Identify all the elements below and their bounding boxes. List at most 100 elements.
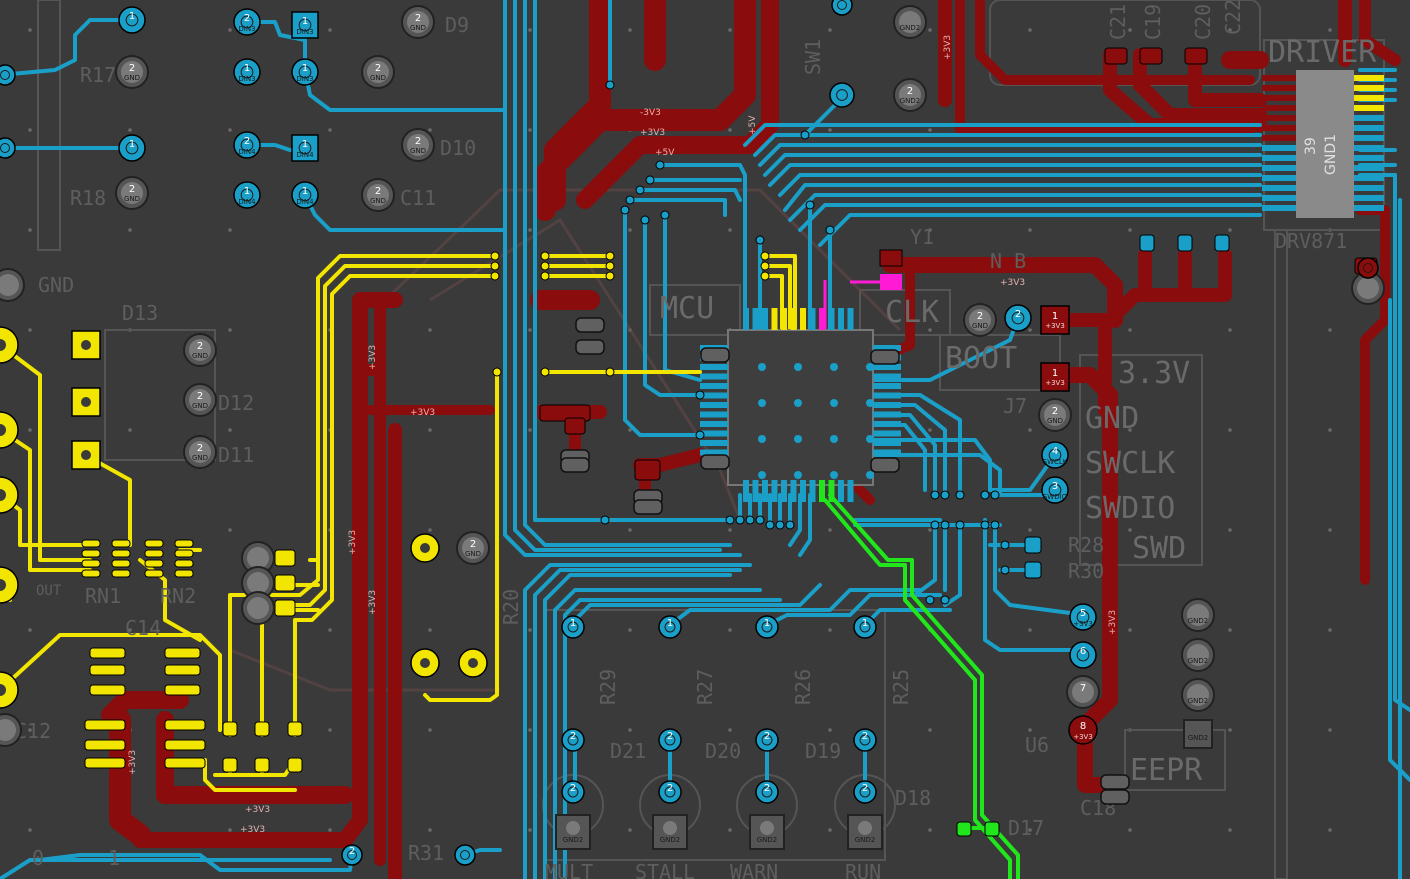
c12-pad[interactable] xyxy=(84,757,126,769)
c21-pad[interactable] xyxy=(1104,47,1128,65)
gnd-square-pad[interactable]: GND2 xyxy=(1183,719,1213,749)
capacitor[interactable] xyxy=(575,339,605,355)
capacitor[interactable] xyxy=(870,349,900,365)
driver-pin-right[interactable] xyxy=(1354,125,1384,131)
led-gnd-pad[interactable]: GND2 xyxy=(652,814,688,850)
yellow-smd[interactable] xyxy=(287,757,303,773)
through-hole-pad[interactable]: 1 xyxy=(561,615,585,639)
capacitor[interactable] xyxy=(700,454,730,470)
gnd-pad[interactable] xyxy=(1351,271,1385,305)
rn1-pad[interactable] xyxy=(111,559,131,568)
gnd-pad[interactable] xyxy=(0,713,22,747)
crystal-pad-magenta[interactable] xyxy=(880,274,902,290)
gnd-pad[interactable] xyxy=(241,591,275,625)
blue-smd[interactable] xyxy=(1139,234,1155,252)
mcu-pin-bottom[interactable] xyxy=(838,480,844,502)
mcu-pin-right[interactable] xyxy=(873,373,901,380)
led-gnd-pad[interactable]: GND2 xyxy=(555,814,591,850)
driver-pin-left[interactable] xyxy=(1262,125,1296,131)
mcu-pin-left[interactable] xyxy=(700,440,728,446)
yellow-square-pad[interactable] xyxy=(71,440,101,470)
yellow-round-pad[interactable] xyxy=(0,326,19,364)
mcu-pin-left[interactable] xyxy=(700,402,728,408)
c12-pad[interactable] xyxy=(84,719,126,731)
driver-pin-left[interactable] xyxy=(1262,105,1296,111)
mcu-pin-right[interactable] xyxy=(873,402,901,408)
driver-pin-right[interactable] xyxy=(1354,115,1384,121)
c14-pad[interactable] xyxy=(89,664,126,676)
d17-pad[interactable] xyxy=(956,821,972,837)
c12-pad[interactable] xyxy=(164,719,206,731)
capacitor[interactable] xyxy=(1100,774,1130,790)
rn2-pad[interactable] xyxy=(174,549,194,558)
red-square-pad[interactable]: 1+3V3 xyxy=(1040,362,1070,392)
led-gnd-pad[interactable]: GND2 xyxy=(749,814,785,850)
driver-pin-left[interactable] xyxy=(1262,135,1296,141)
mcu-pin-top[interactable] xyxy=(819,308,825,330)
rn2-pad[interactable] xyxy=(144,569,164,578)
mcu-pin-left[interactable] xyxy=(700,373,728,380)
rn2-pad[interactable] xyxy=(174,569,194,578)
capacitor[interactable] xyxy=(1100,789,1130,805)
mcu-pin-bottom[interactable] xyxy=(847,480,854,502)
mcu-pin-left[interactable] xyxy=(700,383,728,389)
driver-pin-left[interactable] xyxy=(1262,175,1296,181)
driver-pin-right[interactable] xyxy=(1354,75,1384,81)
capacitor[interactable] xyxy=(575,317,605,333)
red-square-pad[interactable]: 1+3V3 xyxy=(1040,305,1070,335)
through-hole-pad[interactable]: 2 xyxy=(853,780,877,804)
mcu-pin-top[interactable] xyxy=(828,308,835,330)
pad-r18-1[interactable]: 1 xyxy=(118,134,146,162)
yellow-smd[interactable] xyxy=(254,757,270,773)
mcu-pin-right[interactable] xyxy=(873,364,901,370)
crystal-pad-red[interactable] xyxy=(879,249,903,267)
rn1-pad[interactable] xyxy=(111,539,131,548)
yellow-th-pad[interactable] xyxy=(458,648,488,678)
capacitor[interactable] xyxy=(870,457,900,473)
mcu-chip[interactable] xyxy=(700,308,901,502)
through-hole-pad[interactable]: 1 xyxy=(853,615,877,639)
mcu-pin-right[interactable] xyxy=(873,421,901,427)
gnd-pad[interactable] xyxy=(241,566,275,600)
driver-pin-right[interactable] xyxy=(1354,85,1384,91)
rn1-pad[interactable] xyxy=(81,569,101,578)
mcu-pin-bottom[interactable] xyxy=(762,480,768,502)
gnd-pad[interactable]: GND2 xyxy=(1181,598,1215,632)
rn1-pad[interactable] xyxy=(81,549,101,558)
capacitor[interactable] xyxy=(700,347,730,363)
mcu-pin-left[interactable] xyxy=(700,449,728,456)
rn1-pad[interactable] xyxy=(111,569,131,578)
driver-pin-right[interactable] xyxy=(1354,185,1384,191)
through-hole-pad[interactable]: 2 xyxy=(341,844,363,866)
through-hole-pad[interactable]: 2 xyxy=(1004,304,1032,332)
c14-pad[interactable] xyxy=(164,664,201,676)
mcu-pin-left[interactable] xyxy=(700,430,728,437)
mcu-pin-top[interactable] xyxy=(838,308,844,330)
mcu-pin-right[interactable] xyxy=(873,392,901,399)
yellow-th-pad[interactable] xyxy=(410,648,440,678)
mcu-pin-bottom[interactable] xyxy=(781,480,787,502)
driver-pin-right[interactable] xyxy=(1354,145,1384,151)
c19-pad[interactable] xyxy=(1139,47,1163,65)
mcu-pin-right[interactable] xyxy=(873,430,901,437)
rn2-pad[interactable] xyxy=(174,539,194,548)
mcu-pin-left[interactable] xyxy=(700,411,728,418)
driver-chip[interactable]: GND1 39 xyxy=(1262,70,1384,218)
yellow-smd[interactable] xyxy=(274,574,296,592)
mcu-pin-top[interactable] xyxy=(790,308,797,330)
gnd-pad[interactable]: 7 xyxy=(1066,675,1100,709)
